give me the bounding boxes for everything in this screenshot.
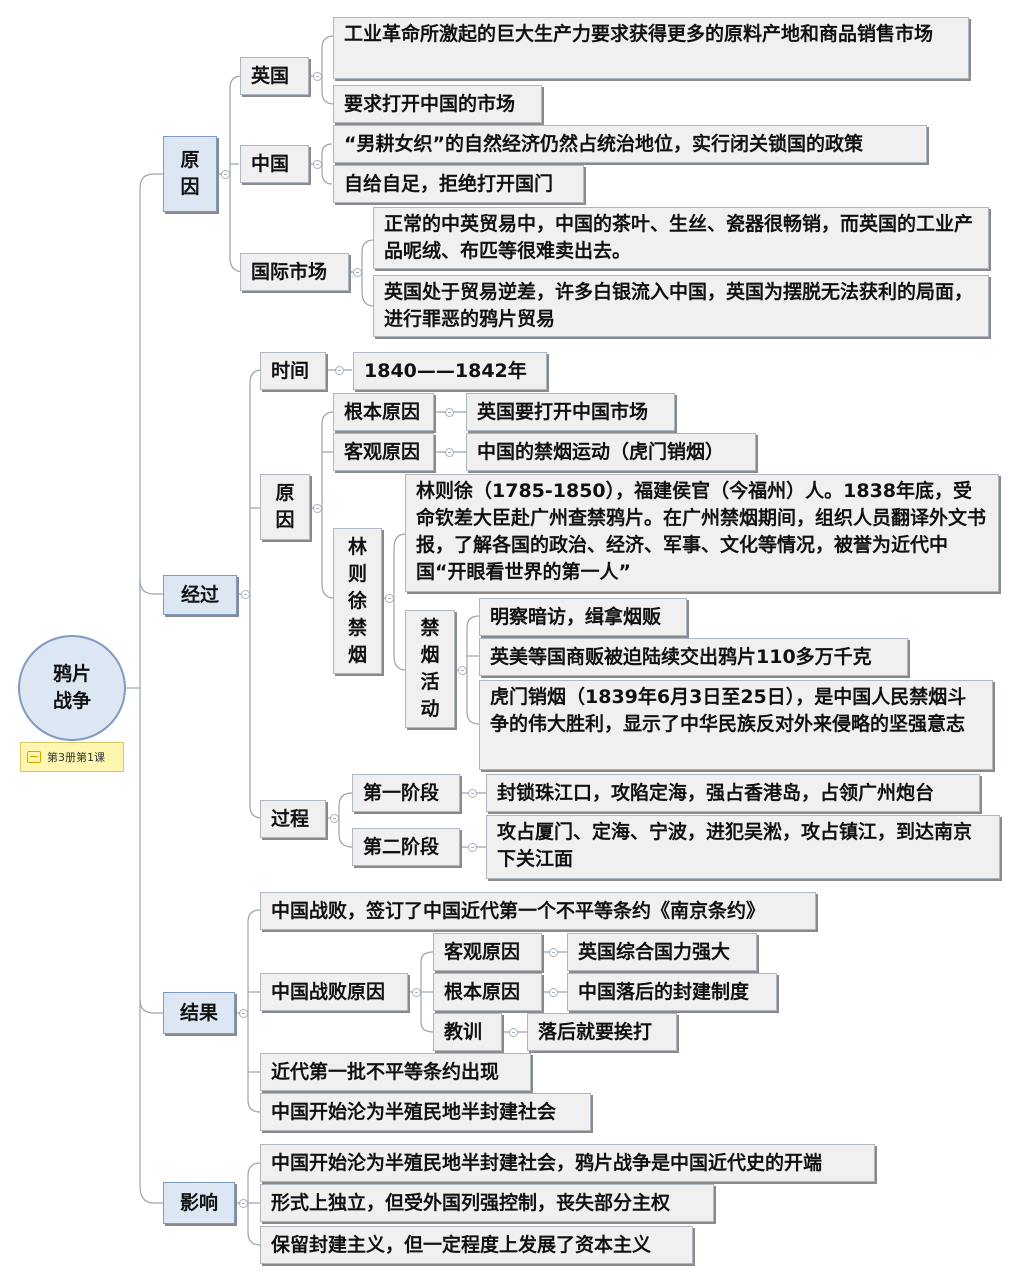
collapse-icon[interactable] [445,408,454,417]
note-icon [27,751,41,763]
node-activity-3[interactable]: 虎门销烟（1839年6月3日至25日），是中国人民禁烟斗争的伟大胜利，显示了中华… [479,680,993,770]
collapse-icon[interactable] [509,1028,518,1037]
collapse-icon[interactable] [221,170,230,179]
collapse-icon[interactable] [330,814,339,823]
node-course[interactable]: 过程 [260,800,326,838]
node-impact-2[interactable]: 形式上独立，但受外国列强控制，丧失部分主权 [260,1184,714,1222]
node-impact-3[interactable]: 保留封建主义，但一定程度上发展了资本主义 [260,1226,693,1264]
node-time-value[interactable]: 1840——1842年 [353,352,547,390]
topic-result[interactable]: 结果 [163,992,235,1034]
node-defeat-fundamental-value[interactable]: 中国落后的封建制度 [567,973,777,1011]
root-title: 鸦片战争 [52,663,91,712]
node-china[interactable]: 中国 [240,145,309,183]
node-fundamental-reason[interactable]: 根本原因 [333,393,434,431]
node-result-1[interactable]: 中国战败，签订了中国近代第一个不平等条约《南京条约》 [260,892,816,930]
node-lin-zexu-bio[interactable]: 林则徐（1785-1850），福建侯官（今福州）人。1838年底，受命钦差大臣赴… [405,474,999,592]
node-britain-item-1[interactable]: 工业革命所激起的巨大生产力要求获得更多的原料产地和商品销售市场 [333,17,969,79]
lesson-tag-text: 第3册第1课 [47,751,105,764]
node-china-item-1[interactable]: “男耕女织”的自然经济仍然占统治地位，实行闭关锁国的政策 [333,125,927,163]
node-anti-opium-activities[interactable]: 禁烟活动 [405,610,455,728]
node-defeat-objective[interactable]: 客观原因 [433,933,542,971]
topic-process[interactable]: 经过 [163,575,237,615]
topic-cause[interactable]: 原因 [163,136,217,212]
node-china-item-2[interactable]: 自给自足，拒绝打开国门 [333,165,584,203]
node-stage-2-value[interactable]: 攻占厦门、定海、宁波，进犯吴淞，攻占镇江，到达南京下关江面 [486,815,1000,879]
node-market-item-2[interactable]: 英国处于贸易逆差，许多白银流入中国，英国为摆脱无法获利的局面，进行罪恶的鸦片贸易 [373,275,989,337]
node-result-3[interactable]: 近代第一批不平等条约出现 [260,1053,531,1091]
node-lin-zexu[interactable]: 林则徐禁烟 [333,528,382,674]
node-defeat-fundamental[interactable]: 根本原因 [433,973,542,1011]
node-britain[interactable]: 英国 [240,57,309,95]
lesson-tag: 第3册第1课 [20,742,124,772]
collapse-icon[interactable] [412,988,421,997]
collapse-icon[interactable] [239,1199,248,1208]
node-stage-1-value[interactable]: 封锁珠江口，攻陷定海，强占香港岛，占领广州炮台 [486,774,980,812]
collapse-icon[interactable] [468,843,477,852]
node-defeat-reason[interactable]: 中国战败原因 [260,973,408,1011]
node-impact-1[interactable]: 中国开始沦为半殖民地半封建社会，鸦片战争是中国近代史的开端 [260,1144,875,1182]
collapse-icon[interactable] [549,948,558,957]
node-britain-item-2[interactable]: 要求打开中国的市场 [333,85,542,123]
root-topic[interactable]: 鸦片战争 [18,635,126,741]
collapse-icon[interactable] [385,594,394,603]
collapse-icon[interactable] [335,366,344,375]
collapse-icon[interactable] [313,72,322,81]
node-time[interactable]: 时间 [260,352,326,390]
node-lesson[interactable]: 教训 [433,1013,502,1051]
node-activity-1[interactable]: 明察暗访，缉拿烟贩 [479,598,687,636]
node-result-4[interactable]: 中国开始沦为半殖民地半封建社会 [260,1093,591,1131]
collapse-icon[interactable] [313,160,322,169]
node-objective-reason[interactable]: 客观原因 [333,433,434,471]
collapse-icon[interactable] [458,666,467,675]
collapse-icon[interactable] [445,448,454,457]
collapse-icon[interactable] [549,988,558,997]
node-objective-reason-value[interactable]: 中国的禁烟运动（虎门销烟） [466,433,756,471]
node-activity-2[interactable]: 英美等国商贩被迫陆续交出鸦片110多万千克 [479,638,908,676]
node-stage-2[interactable]: 第二阶段 [352,828,460,866]
collapse-icon[interactable] [353,268,362,277]
node-lesson-value[interactable]: 落后就要挨打 [527,1013,677,1051]
collapse-icon[interactable] [241,590,250,599]
collapse-icon[interactable] [313,504,322,513]
collapse-icon[interactable] [468,789,477,798]
collapse-icon[interactable] [239,1009,248,1018]
node-fundamental-reason-value[interactable]: 英国要打开中国市场 [466,393,675,431]
topic-impact[interactable]: 影响 [163,1182,235,1224]
node-stage-1[interactable]: 第一阶段 [352,774,460,812]
node-process-reason[interactable]: 原因 [260,474,310,540]
node-market-item-1[interactable]: 正常的中英贸易中，中国的茶叶、生丝、瓷器很畅销，而英国的工业产品呢绒、布匹等很难… [373,207,989,269]
node-defeat-objective-value[interactable]: 英国综合国力强大 [567,933,757,971]
node-market[interactable]: 国际市场 [240,253,349,291]
